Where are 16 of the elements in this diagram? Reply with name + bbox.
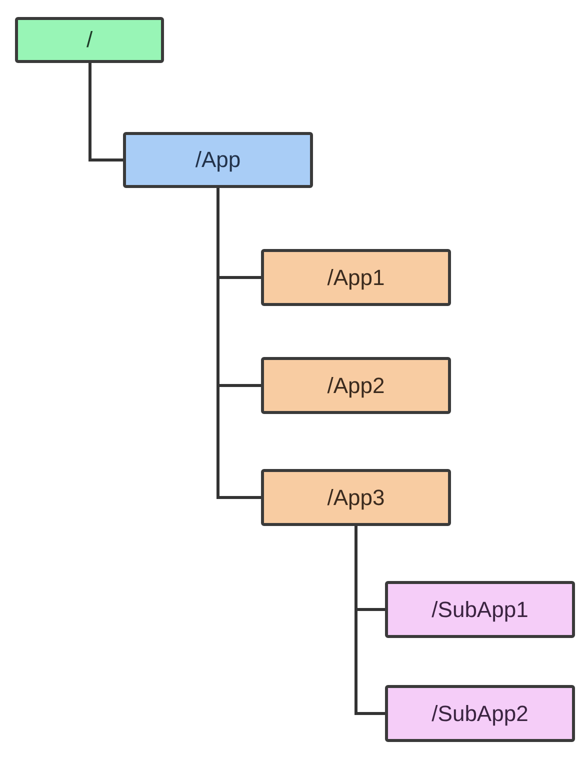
connector-line [216,188,261,499]
path-box [261,469,451,526]
path-label: /App2 [327,372,385,398]
path-label: /SubApp2 [432,700,528,726]
path-box [123,132,313,188]
path-label: /SubApp1 [432,596,528,622]
path-label: /App3 [327,484,385,510]
path-box [15,17,164,63]
connector-line [88,63,123,162]
path-box [261,357,451,414]
path-box [385,685,575,742]
path-label: / [86,27,93,53]
path-label: /App1 [327,264,385,290]
path-label: /App [195,147,241,173]
path-box [385,581,575,638]
path-box [261,249,451,306]
